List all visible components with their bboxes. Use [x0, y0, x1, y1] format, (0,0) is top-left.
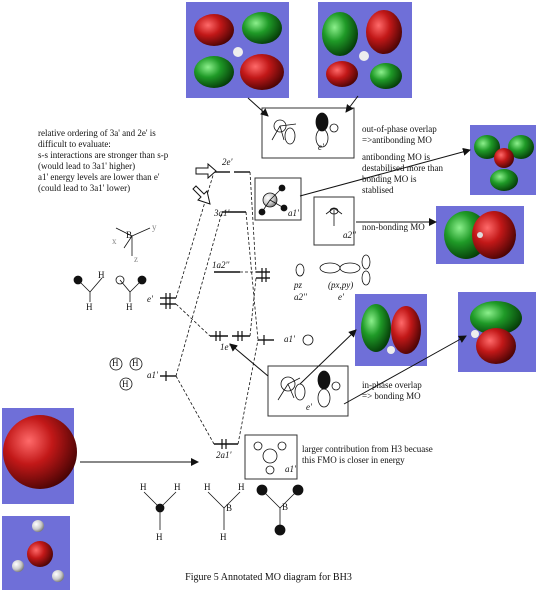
atom-b: B — [126, 230, 133, 240]
box-e-bottom-label: e' — [306, 402, 312, 412]
b-a2pp-label: a2'' — [294, 292, 307, 302]
ordering-note: relative ordering of 3a' and 2e' is diff… — [38, 128, 169, 193]
h3-a1-label: a1' — [147, 370, 158, 380]
h3-e-label: e' — [147, 294, 153, 304]
atom-h: H — [86, 302, 93, 312]
larger-contribution-note: larger contribution from H3 becuase this… — [302, 444, 433, 465]
mo-label-2e: 2e' — [222, 157, 233, 167]
box-a1-bottom-label: a1' — [285, 464, 296, 474]
atom-b: B — [282, 502, 289, 512]
arrow-icon — [80, 95, 471, 466]
mo-render-icon — [318, 2, 412, 98]
atom-h: H — [140, 482, 147, 492]
mo-render-icon — [436, 206, 524, 264]
b-a1-label: a1' — [284, 334, 295, 344]
box-e-top-label: e' — [318, 142, 324, 152]
mo-label-1e: 1e' — [220, 342, 231, 352]
mo-render-icon — [2, 408, 77, 504]
orbital-sketch — [253, 112, 343, 475]
atom-h: H — [98, 270, 105, 280]
electron-pair-icon — [165, 268, 267, 449]
out-of-phase-note: out-of-phase overlap =>antibonding MO — [362, 124, 437, 145]
b-pxpy-label: (px,py) — [328, 280, 354, 290]
axis-x-label: y — [152, 222, 157, 232]
mo-render-icon — [2, 516, 70, 590]
energy-levels — [160, 171, 274, 445]
in-phase-note: in-phase overlap => bonding MO — [362, 380, 422, 401]
b-pz-label: pz — [294, 280, 303, 290]
atom-h: H — [156, 532, 163, 542]
atom-h: H — [132, 358, 139, 368]
atom-h: H — [220, 532, 227, 542]
correlation-lines — [175, 171, 259, 445]
atom-h: H — [204, 482, 211, 492]
figure-caption: Figure 5 Annotated MO diagram for BH3 — [185, 572, 352, 583]
atom-h: H — [112, 358, 119, 368]
arrow-icon — [192, 162, 217, 205]
mo-label-3a1: 3a1' — [214, 208, 230, 218]
mo-render-icon — [186, 2, 289, 98]
mo-render-icon — [470, 125, 536, 195]
atom-h: H — [126, 302, 133, 312]
atom-b: B — [226, 503, 233, 513]
mo-render-icon — [355, 294, 427, 366]
box-a2-label: a2'' — [343, 230, 356, 240]
mo-label-2a1: 2a1' — [216, 450, 232, 460]
b-e-label: e' — [338, 292, 344, 302]
atom-h: H — [122, 379, 129, 389]
atom-h: H — [174, 482, 181, 492]
mo-label-1a2: 1a2'' — [212, 260, 230, 270]
mo-render-icon — [458, 292, 536, 372]
axis-z-label: z — [134, 254, 138, 264]
atom-h: H — [238, 482, 245, 492]
antibonding-note: antibonding MO is destabilised more than… — [362, 152, 443, 195]
molecule-sketch — [73, 227, 371, 536]
axis-y-label: x — [112, 236, 117, 246]
non-bonding-note: non-bonding MO — [362, 222, 425, 232]
box-a1-label: a1' — [288, 208, 299, 218]
